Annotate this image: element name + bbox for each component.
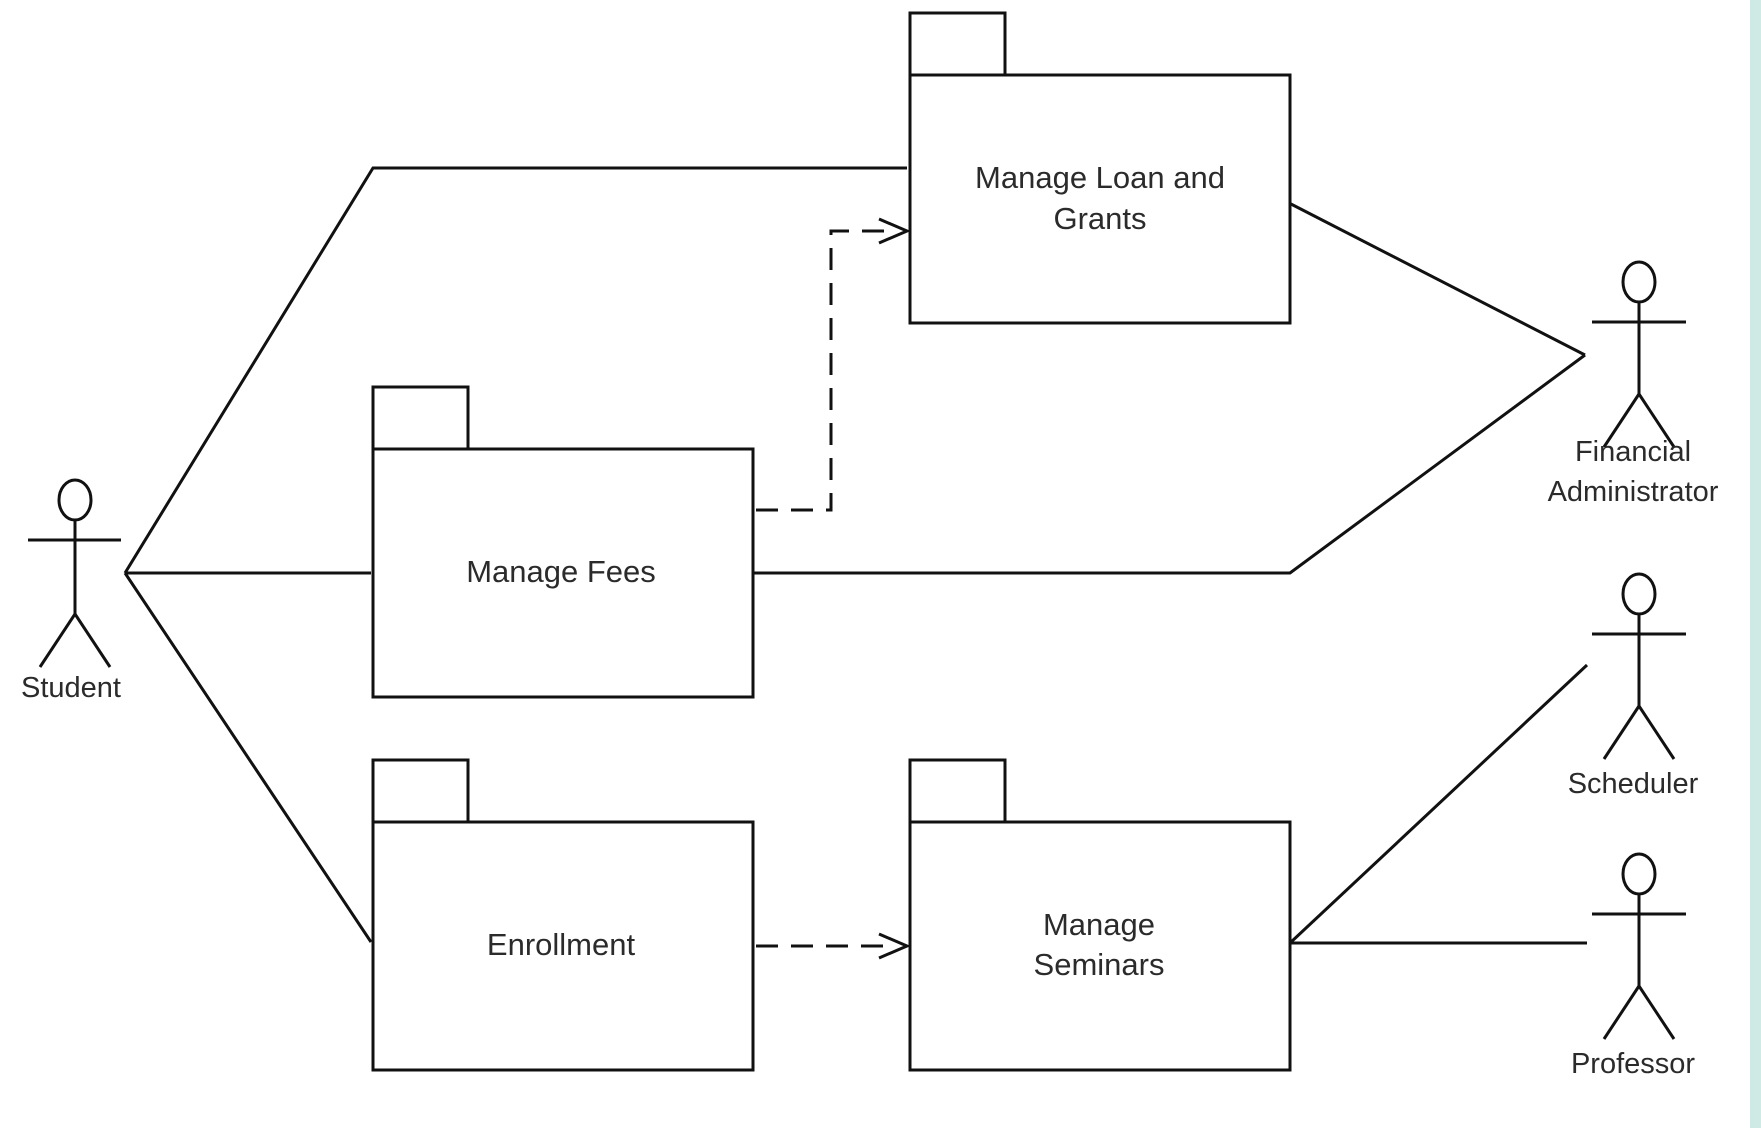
package-label-line-1: Manage Loan and	[975, 160, 1225, 195]
dependency-fees-to-loans	[756, 229, 895, 512]
stick-figure-icon	[1592, 852, 1686, 1040]
stick-figure-icon	[1592, 260, 1686, 448]
association-seminars-scheduler	[1288, 663, 1589, 945]
package-label-line-2: Grants	[1053, 201, 1146, 236]
association-student-enrollment	[123, 572, 373, 943]
right-edge-strip	[1750, 0, 1761, 1128]
actor-scheduler: Scheduler	[1568, 572, 1699, 800]
package-label-line-1: Manage	[1043, 907, 1155, 942]
association-loans-financial-admin	[1288, 201, 1586, 357]
actor-label-line-2: Administrator	[1548, 476, 1719, 508]
association-fees-financial-admin	[751, 353, 1586, 575]
actor-label: Student	[21, 672, 121, 704]
package-manage-seminars: Manage Seminars	[908, 758, 1292, 1072]
package-body	[371, 447, 755, 699]
package-label: Manage Fees	[466, 554, 656, 589]
association-student-loans	[123, 166, 907, 574]
package-tab	[371, 758, 470, 824]
dependency-enrollment-to-seminars-arrowhead	[878, 932, 911, 960]
actor-label-line-1: Financial	[1575, 436, 1691, 468]
package-label-line-2: Seminars	[1034, 947, 1165, 982]
actor-professor: Professor	[1571, 852, 1695, 1080]
package-tab	[908, 758, 1007, 824]
dependency-fees-to-loans-arrowhead	[878, 217, 911, 245]
package-body	[908, 73, 1292, 325]
actor-label: Scheduler	[1568, 768, 1699, 800]
package-body	[371, 820, 755, 1072]
package-manage-loan-and-grants: Manage Loan and Grants	[908, 11, 1292, 325]
associations	[123, 166, 1589, 945]
stick-figure-icon	[28, 478, 121, 668]
package-label: Enrollment	[487, 927, 636, 962]
package-body	[908, 820, 1292, 1072]
package-tab	[371, 385, 470, 451]
package-enrollment: Enrollment	[371, 758, 755, 1072]
package-manage-fees: Manage Fees	[371, 385, 755, 699]
actor-label: Professor	[1571, 1048, 1695, 1080]
actor-financial-administrator: Financial Administrator	[1548, 260, 1719, 508]
package-tab	[908, 11, 1007, 77]
stick-figure-icon	[1592, 572, 1686, 760]
dependencies	[756, 217, 911, 960]
actor-student: Student	[21, 478, 121, 704]
